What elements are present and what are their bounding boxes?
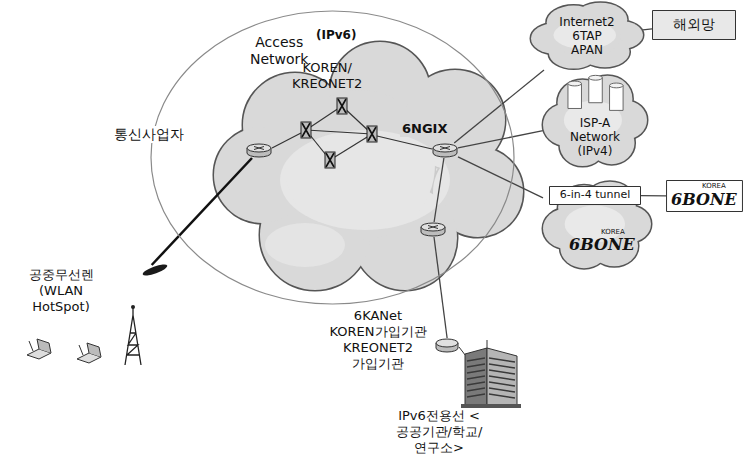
access-network-region: Access Network (IPv6) 통신사업자 6NGIX 6KANet KOR… bbox=[150, 10, 515, 305]
wlan-hotspot: 공중무선렌 (WLAN HotSpot) bbox=[15, 265, 190, 370]
network-link bbox=[458, 157, 543, 198]
node-label: IPv6전용선 <공공기관/학교/ 연구소> bbox=[385, 408, 493, 456]
network-cloud: KOREA6BONE 6-in-4 tunnel bbox=[543, 178, 651, 270]
node-label: Access Network bbox=[250, 34, 308, 68]
institution-building: IPv6전용선 <공공기관/학교/ 연구소> bbox=[385, 338, 525, 460]
label-box: KOREA6BONE bbox=[666, 180, 743, 212]
node-label: 6NGIX bbox=[400, 121, 449, 137]
network-link bbox=[434, 237, 447, 338]
router-node-outline bbox=[432, 143, 458, 158]
node-label: (IPv6) bbox=[316, 28, 356, 42]
router-node: 통신사업자 bbox=[246, 143, 272, 158]
node-label: ISP-A Network (IPv4) bbox=[570, 116, 620, 158]
node-label: 통신사업자 bbox=[112, 126, 186, 143]
network-cloud: ISP-A Network (IPv4) bbox=[543, 72, 647, 168]
router-node-outline bbox=[246, 143, 272, 158]
network-label: KOREN/ KREONET2 bbox=[292, 60, 362, 92]
network-link bbox=[152, 158, 252, 265]
network-link bbox=[454, 70, 544, 143]
node-label: 6BONE bbox=[569, 235, 635, 254]
node-label: Internet2 6TAP APAN bbox=[559, 15, 614, 57]
label-box: 6-in-4 tunnel bbox=[549, 186, 641, 205]
network-link bbox=[458, 131, 543, 148]
network-cloud: Internet2 6TAP APAN bbox=[531, 0, 643, 70]
node-label: KOREA bbox=[702, 182, 726, 190]
router-node-outline bbox=[420, 222, 446, 237]
router-node: 6KANet KOREN가입기관 KREONET2 가입기관 bbox=[420, 222, 446, 237]
label-box: 해외망 bbox=[652, 10, 736, 40]
router-node: 6NGIX bbox=[432, 143, 458, 158]
node-label: 6KANet KOREN가입기관 KREONET2 가입기관 bbox=[322, 308, 434, 372]
node-label: 공중무선렌 (WLAN HotSpot) bbox=[17, 267, 105, 315]
access-network-region-outline bbox=[150, 10, 515, 305]
network-link bbox=[643, 28, 652, 30]
node-label: 6-in-4 tunnel bbox=[560, 188, 631, 201]
network-link bbox=[641, 195, 666, 196]
node-label: KOREA bbox=[601, 228, 625, 236]
node-label: 해외망 bbox=[673, 16, 715, 33]
network-link bbox=[434, 158, 444, 222]
node-label: 6BONE bbox=[671, 190, 737, 209]
